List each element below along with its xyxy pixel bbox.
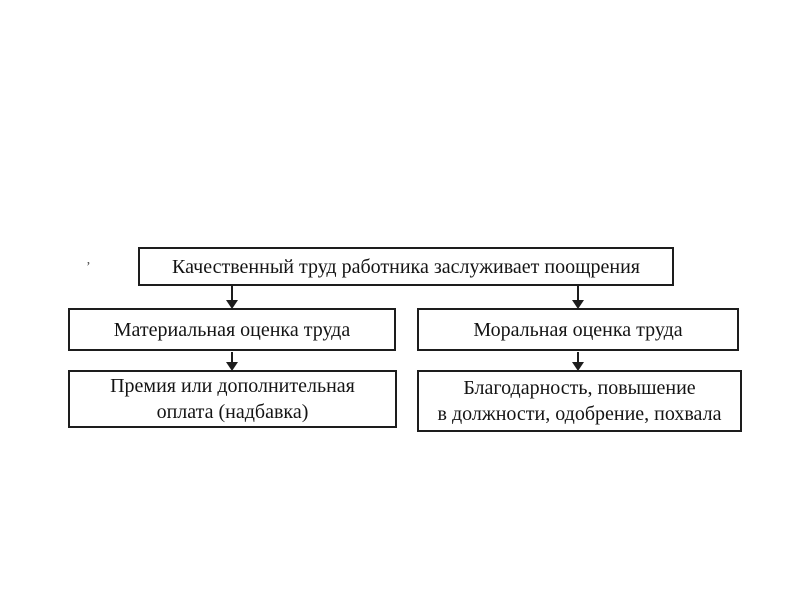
branch-node-material: Материальная оценка труда (68, 308, 396, 351)
arrow-down-icon (226, 352, 238, 371)
arrow-shaft (577, 286, 579, 300)
branch-node-material-label: Материальная оценка труда (113, 318, 351, 341)
arrow-down-icon (572, 286, 584, 309)
arrow-shaft (231, 286, 233, 300)
branch-node-moral: Моральная оценка труда (417, 308, 739, 351)
scan-artifact-mark: ’ (86, 260, 91, 275)
branch-node-moral-label: Моральная оценка труда (473, 318, 683, 341)
arrow-shaft (577, 352, 579, 362)
outcome-node-material: Премия или дополнительная оплата (надбав… (68, 370, 397, 428)
root-node-label: Качественный труд работника заслуживает … (172, 255, 640, 278)
arrow-down-icon (572, 352, 584, 371)
outcome-node-moral: Благодарность, повышение в должности, од… (417, 370, 742, 432)
outcome-node-material-label: Премия или дополнительная оплата (надбав… (110, 375, 355, 423)
root-node: Качественный труд работника заслуживает … (138, 247, 674, 286)
arrow-shaft (231, 352, 233, 362)
arrow-head (572, 300, 584, 309)
arrow-head (226, 362, 238, 371)
arrow-head (572, 362, 584, 371)
outcome-node-moral-label: Благодарность, повышение в должности, од… (437, 377, 722, 425)
arrow-down-icon (226, 286, 238, 309)
arrow-head (226, 300, 238, 309)
